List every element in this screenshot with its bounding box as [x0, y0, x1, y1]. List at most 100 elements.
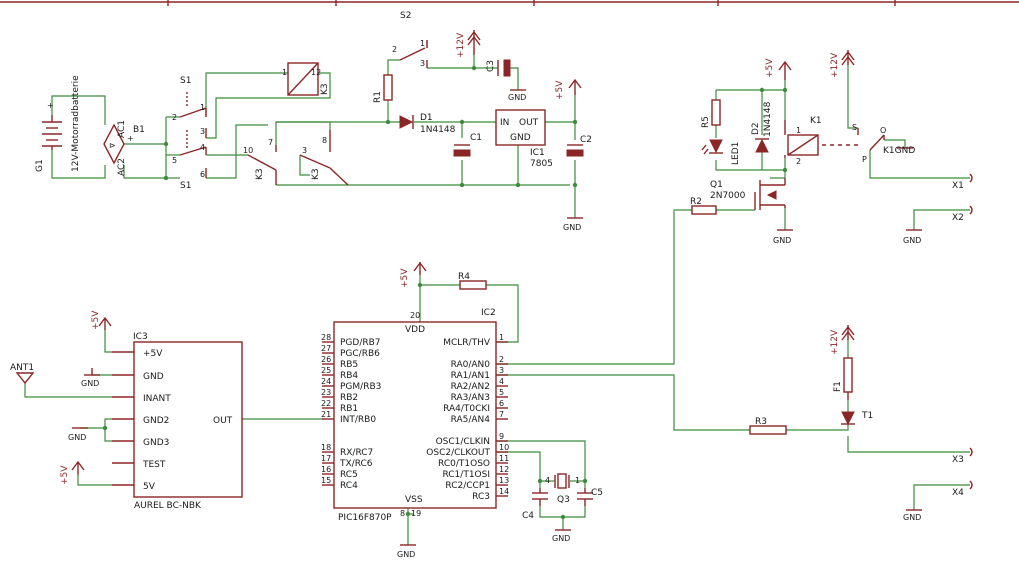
battery-g1: + G1 12V-Motorradbatterie — [35, 75, 81, 172]
svg-text:X2: X2 — [952, 213, 964, 223]
pin-number: 2 — [499, 355, 504, 364]
resistor-r3: R3 — [749, 417, 787, 435]
svg-text:X3: X3 — [952, 455, 964, 465]
svg-text:Q1: Q1 — [710, 180, 723, 190]
pin-number: 16 — [321, 465, 331, 474]
svg-text:AUREL BC-NBK: AUREL BC-NBK — [134, 501, 202, 511]
antenna-ant1: ANT1 — [10, 363, 35, 385]
svg-text:20: 20 — [410, 311, 420, 320]
svg-text:R3: R3 — [755, 417, 767, 427]
svg-text:ANT1: ANT1 — [10, 363, 34, 373]
svg-text:IC2: IC2 — [481, 308, 496, 318]
svg-text:1: 1 — [282, 68, 287, 77]
connector-x2: X2 — [952, 205, 973, 223]
svg-text:+5V: +5V — [765, 58, 775, 78]
pin-number: 24 — [321, 377, 331, 386]
svg-text:1: 1 — [200, 103, 205, 112]
diode-d1: D1 1N4148 — [399, 113, 456, 135]
pin-name: MCLR/THV — [443, 338, 491, 348]
pin-name: RC1/T1OSI — [442, 470, 490, 480]
capacitor-c3: C3 — [486, 59, 511, 77]
svg-text:D1: D1 — [420, 113, 433, 123]
svg-text:VDD: VDD — [405, 325, 425, 335]
svg-text:2: 2 — [796, 157, 801, 166]
svg-text:GND: GND — [510, 133, 531, 143]
pin-name: RB5 — [340, 360, 358, 370]
svg-text:T1: T1 — [861, 411, 873, 421]
svg-text:6: 6 — [200, 170, 205, 179]
svg-text:+5V: +5V — [400, 268, 410, 288]
svg-text:2: 2 — [392, 45, 397, 54]
pin-number: 27 — [321, 344, 331, 353]
svg-text:F1: F1 — [833, 381, 843, 392]
gnd-x4: GND — [903, 509, 922, 522]
pin-name: RB1 — [340, 404, 358, 414]
svg-text:IC1: IC1 — [530, 148, 545, 158]
svg-text:12: 12 — [311, 68, 321, 77]
pin-name: OSC1/CLKIN — [436, 437, 490, 447]
svg-text:8: 8 — [322, 136, 327, 145]
svg-text:1N4148: 1N4148 — [420, 125, 456, 135]
svg-text:X1: X1 — [952, 181, 964, 191]
svg-text:5V: 5V — [143, 482, 156, 492]
svg-text:GND: GND — [81, 379, 99, 388]
capacitor-c2: C2 — [566, 135, 592, 157]
capacitor-c4: C4 — [522, 488, 548, 521]
svg-text:IC3: IC3 — [133, 332, 148, 342]
relay-k1-coil: K1 1 2 — [784, 116, 858, 166]
connector-x1: X1 — [952, 173, 973, 191]
pin-name: TX/RC6 — [339, 459, 373, 469]
svg-text:OUT: OUT — [213, 416, 233, 426]
svg-text:K3: K3 — [320, 83, 330, 95]
receiver-ic3: IC3 +5V GND INANT GND2 GND3 TEST 5V OUT … — [112, 332, 243, 511]
supply-5v-pic: +5V — [400, 261, 427, 288]
svg-text:10: 10 — [243, 146, 253, 155]
pin-name: RC4 — [340, 481, 358, 491]
pin-number: 7 — [499, 410, 504, 419]
svg-text:S1: S1 — [180, 181, 191, 191]
svg-text:8: 8 — [400, 509, 405, 518]
svg-text:2: 2 — [172, 113, 177, 122]
pin-number: 23 — [321, 388, 331, 397]
svg-text:G1: G1 — [35, 159, 45, 172]
svg-text:7805: 7805 — [530, 159, 553, 169]
pin-name: RC0/T1OSO — [438, 459, 490, 469]
resistor-r4: R4 — [458, 272, 487, 290]
svg-text:GND: GND — [563, 223, 581, 232]
svg-text:R5: R5 — [701, 116, 711, 128]
svg-text:GND: GND — [773, 236, 791, 245]
svg-text:GND: GND — [903, 236, 921, 245]
pin-name: RC2/CCP1 — [445, 481, 490, 491]
pin-number: 1 — [499, 333, 504, 342]
thyristor-t1: T1 — [841, 411, 873, 426]
gnd-c3: GND — [508, 89, 526, 102]
pin-number: 5 — [499, 388, 504, 397]
pin-name: RA3/AN3 — [451, 393, 490, 403]
svg-text:R2: R2 — [690, 197, 702, 207]
gnd-main: GND — [563, 217, 583, 232]
svg-text:GND3: GND3 — [143, 438, 169, 448]
svg-text:GND: GND — [552, 534, 570, 543]
svg-text:GND: GND — [903, 513, 921, 522]
pin-name: PGC/RB6 — [340, 349, 380, 359]
connector-x3: X3 — [952, 447, 973, 465]
svg-text:1: 1 — [420, 39, 425, 48]
svg-text:LED1: LED1 — [731, 142, 741, 165]
pin-name: RB4 — [340, 371, 358, 381]
pic-left-pins: 28PGD/RB727PGC/RB626RB525RB424PGM/RB323R… — [321, 333, 381, 491]
connector-x4: X4 — [952, 480, 973, 498]
svg-text:1N4148: 1N4148 — [763, 101, 773, 137]
